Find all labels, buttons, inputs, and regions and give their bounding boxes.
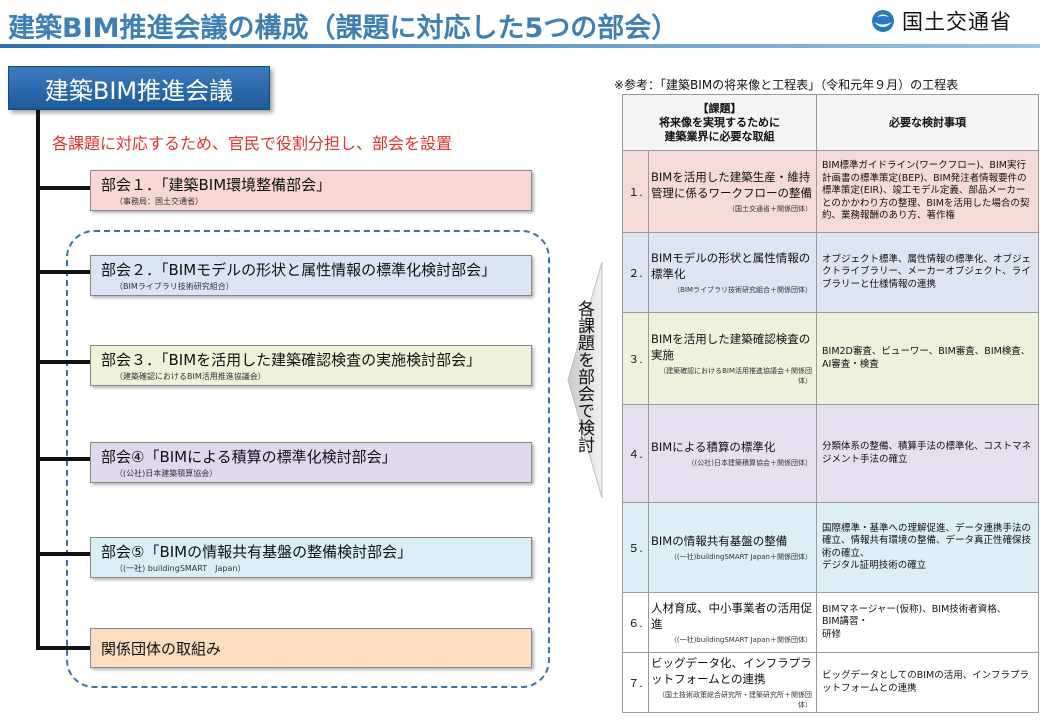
row-number: ５. (622, 502, 649, 593)
issue-cell: BIMモデルの形状と属性情報の標準化 （BIMライブラリ技術研究組合＋関係団体） (648, 232, 817, 313)
issue-org: （(一社)buildingSMART Japan＋関係団体） (669, 553, 812, 561)
items-cell: 国際標準・基準への理解促進、データ連携手法の確立、情報共有環境の整備、データ真正… (816, 502, 1039, 593)
logo-text: 国土交通省 (902, 10, 1012, 34)
arrow-shape (567, 261, 603, 499)
issue-name: ビッグデータ化、インフラプラットフォームとの連携 (651, 656, 812, 686)
issue-org: （建築確認におけるBIM活用推進協議会＋関係団体） (659, 367, 812, 385)
issue-cell: BIMによる積算の標準化 （(公社)日本建築積算協会＋関係団体） (648, 404, 817, 503)
issue-cell: ビッグデータ化、インフラプラットフォームとの連携 （国土技術政策総合研究所・建築… (648, 652, 817, 713)
subcommittee-name: 部会④「BIMによる積算の標準化検討部会」 (101, 448, 397, 466)
branch-line (36, 360, 90, 364)
issue-name: BIMモデルの形状と属性情報の標準化 (651, 251, 811, 281)
council-description: 各課題に対応するため、官民で役割分担し、部会を設置 (52, 134, 453, 153)
table-row: ３. BIMを活用した建築確認検査の実施 （建築確認におけるBIM活用推進協議会… (622, 312, 1039, 405)
subcommittee-box: 部会④「BIMによる積算の標準化検討部会」 （(公社)日本建築積算協会） (90, 442, 532, 483)
subcommittee-box: 部会２．「BIMモデルの形状と属性情報の標準化検討部会」 （BIMライブラリ技術… (90, 255, 532, 296)
issue-org: （(一社)buildingSMART Japan＋関係団体） (669, 636, 812, 644)
page-title: 建築BIM推進会議の構成（課題に対応した5つの部会） (8, 13, 679, 44)
issue-org: （(公社)日本建築積算協会＋関係団体） (687, 459, 812, 467)
issue-cell: 人材育成、中小事業者の活用促進 （(一社)buildingSMART Japan… (648, 592, 817, 653)
items-cell: オブジェクト標準、属性情報の標準化、オブジェクトライブラリー、メーカーオブジェク… (816, 232, 1039, 313)
branch-line (36, 552, 90, 556)
subcommittee-box: 部会１．「建築BIM環境整備部会」 （事務局：国土交通省） (90, 170, 532, 211)
items-cell: BIM2D審査、ビューワー、BIM審査、BIM検査、AI審査・検査 (816, 312, 1039, 405)
subcommittee-secretariat: （事務局：国土交通省） (115, 197, 203, 206)
subcommittee-name: 部会⑤「BIMの情報共有基盤の整備検討部会」 (101, 543, 413, 561)
issue-cell: BIMを活用した建築確認検査の実施 （建築確認におけるBIM活用推進協議会＋関係… (648, 312, 817, 405)
issue-name: BIMによる積算の標準化 (651, 440, 776, 454)
branch-line (36, 186, 90, 190)
mlit-logo-icon (872, 10, 894, 32)
issue-name: BIMの情報共有基盤の整備 (651, 534, 788, 548)
branch-line (36, 646, 90, 650)
issue-cell: BIMの情報共有基盤の整備 （(一社)buildingSMART Japan＋関… (648, 502, 817, 593)
title-underline (0, 44, 1040, 48)
reference-note: ※参考：「建築BIMの将来像と工程表」（令和元年９月）の工程表 (614, 78, 959, 92)
issue-org: （BIMライブラリ技術研究組合＋関係団体） (673, 286, 812, 294)
subcommittee-box: 関係団体の取組み (90, 628, 532, 668)
branch-line (36, 457, 90, 461)
table-row: ２. BIMモデルの形状と属性情報の標準化 （BIMライブラリ技術研究組合＋関係… (622, 232, 1039, 313)
items-cell: BIM標準ガイドライン(ワークフロー)、BIM実行計画書の標準策定(BEP)、B… (816, 150, 1039, 233)
header-issue-cell: 【課題】 将来像を実現するために 建築業界に必要な取組 (622, 94, 817, 151)
table-row: ６. 人材育成、中小事業者の活用促進 （(一社)buildingSMART Ja… (622, 592, 1039, 653)
issue-org: （国土交通省＋関係団体） (728, 205, 812, 213)
subcommittee-name: 部会２．「BIMモデルの形状と属性情報の標準化検討部会」 (101, 261, 497, 279)
issue-name: BIMを活用した建築確認検査の実施 (651, 332, 811, 362)
row-number: ２. (622, 232, 649, 313)
items-cell: BIMマネージャー(仮称)、BIM技術者資格、 BIM講習・ 研修 (816, 592, 1039, 653)
row-number: ４. (622, 404, 649, 503)
subcommittee-name: 部会３．「BIMを活用した建築確認検査の実施検討部会」 (101, 351, 482, 369)
header-items-cell: 必要な検討事項 (816, 94, 1039, 151)
ministry-logo: 国土交通省 (870, 6, 1012, 36)
table-row: ７. ビッグデータ化、インフラプラットフォームとの連携 （国土技術政策総合研究所… (622, 652, 1039, 713)
table-row: ４. BIMによる積算の標準化 （(公社)日本建築積算協会＋関係団体） 分類体系… (622, 404, 1039, 503)
roadmap-table: 【課題】 将来像を実現するために 建築業界に必要な取組 必要な検討事項 １. B… (622, 94, 1039, 713)
subcommittee-secretariat: （(公社)日本建築積算協会） (115, 469, 218, 478)
issue-org: （国土技術政策総合研究所・建築研究所＋関係団体） (658, 691, 812, 709)
subcommittee-secretariat: （(一社) buildingSMART Japan） (115, 564, 246, 573)
subcommittee-secretariat: （BIMライブラリ技術研究組合） (115, 282, 234, 291)
tree-trunk-line (36, 110, 40, 650)
subcommittee-name: 関係団体の取組み (101, 639, 222, 658)
table-header-row: 【課題】 将来像を実現するために 建築業界に必要な取組 必要な検討事項 (622, 94, 1039, 151)
arrow-label: 各課題を部会で検討 (574, 300, 594, 453)
row-number: ３. (622, 312, 649, 405)
left-pointing-arrow: 各課題を部会で検討 (566, 261, 606, 499)
items-cell: ビッグデータとしてのBIMの活用、インフラプラットフォームとの連携 (816, 652, 1039, 713)
issue-cell: BIMを活用した建築生産・維持管理に係るワークフローの整備 （国土交通省＋関係団… (648, 150, 817, 233)
row-number: ６. (622, 592, 649, 653)
council-box: 建築BIM推進会議 (8, 66, 270, 110)
subcommittee-box: 部会⑤「BIMの情報共有基盤の整備検討部会」 （(一社) buildingSMA… (90, 537, 532, 578)
issue-name: BIMを活用した建築生産・維持管理に係るワークフローの整備 (651, 170, 812, 200)
table-row: ５. BIMの情報共有基盤の整備 （(一社)buildingSMART Japa… (622, 502, 1039, 593)
row-number: ７. (622, 652, 649, 713)
row-number: １. (622, 150, 649, 233)
table-row: １. BIMを活用した建築生産・維持管理に係るワークフローの整備 （国土交通省＋… (622, 150, 1039, 233)
issue-name: 人材育成、中小事業者の活用促進 (651, 601, 812, 631)
subcommittee-name: 部会１．「建築BIM環境整備部会」 (101, 176, 332, 194)
subcommittee-secretariat: （建築確認におけるBIM活用推進協議会） (115, 372, 266, 381)
subcommittee-box: 部会３．「BIMを活用した建築確認検査の実施検討部会」 （建築確認におけるBIM… (90, 345, 532, 386)
branch-line (36, 270, 90, 274)
items-cell: 分類体系の整備、積算手法の標準化、コストマネジメント手法の確立 (816, 404, 1039, 503)
